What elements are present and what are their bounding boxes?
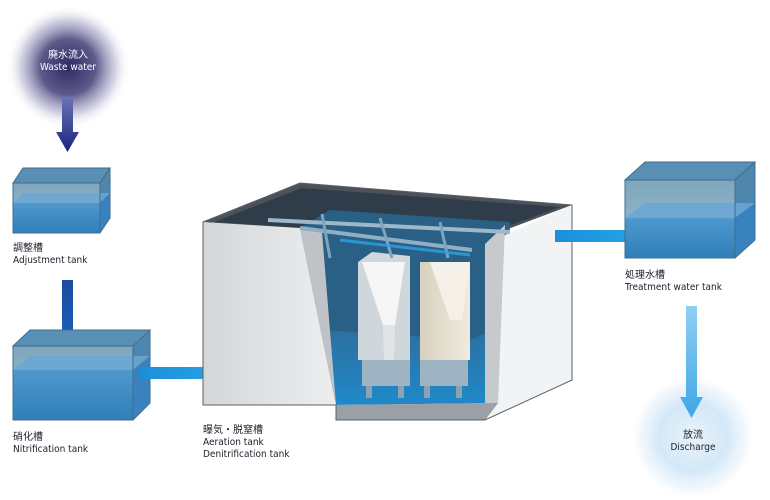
aeration-tank-label-en-1: Aeration tank [203,437,264,448]
aeration-tank-label-en-2: Denitrification tank [203,449,290,460]
aeration-tank [202,182,573,421]
discharge-label: 放流 Discharge [655,430,731,454]
waste-water-source-glow [6,5,130,129]
treatment-tank [623,161,757,259]
flow-arrow-aeration-to-treatment [555,222,650,250]
aeration-tank-label: 曝気・脱窒槽 Aeration tank Denitrification tan… [203,425,290,461]
source-label-en: Waste water [39,62,96,73]
discharge-label-jp: 放流 [683,430,703,441]
flow-arrow-treatment-to-discharge [680,306,703,418]
adjustment-tank-label-en: Adjustment tank [13,255,88,266]
source-label-jp: 廃水流入 [48,50,88,61]
flow-arrow-nitrification-to-aeration [140,359,237,387]
aeration-tank-label-jp: 曝気・脱窒槽 [203,425,263,436]
discharge-glow [631,375,755,499]
source-label: 廃水流入 Waste water [32,50,104,74]
treatment-tank-label-jp: 処理水槽 [625,270,665,281]
nitrification-tank [11,329,152,421]
nitrification-tank-label-jp: 硝化槽 [13,432,43,443]
flow-arrow-source-to-adjustment [56,97,79,152]
adjustment-tank-label-jp: 調整槽 [13,243,43,254]
nitrification-tank-label: 硝化槽 Nitrification tank [13,432,88,456]
treatment-tank-label: 処理水槽 Treatment water tank [625,270,722,294]
nitrification-tank-label-en: Nitrification tank [13,444,89,455]
adjustment-tank-label: 調整槽 Adjustment tank [13,243,87,267]
discharge-label-en: Discharge [670,442,716,453]
adjustment-tank [12,167,111,234]
treatment-tank-label-en: Treatment water tank [625,282,722,293]
